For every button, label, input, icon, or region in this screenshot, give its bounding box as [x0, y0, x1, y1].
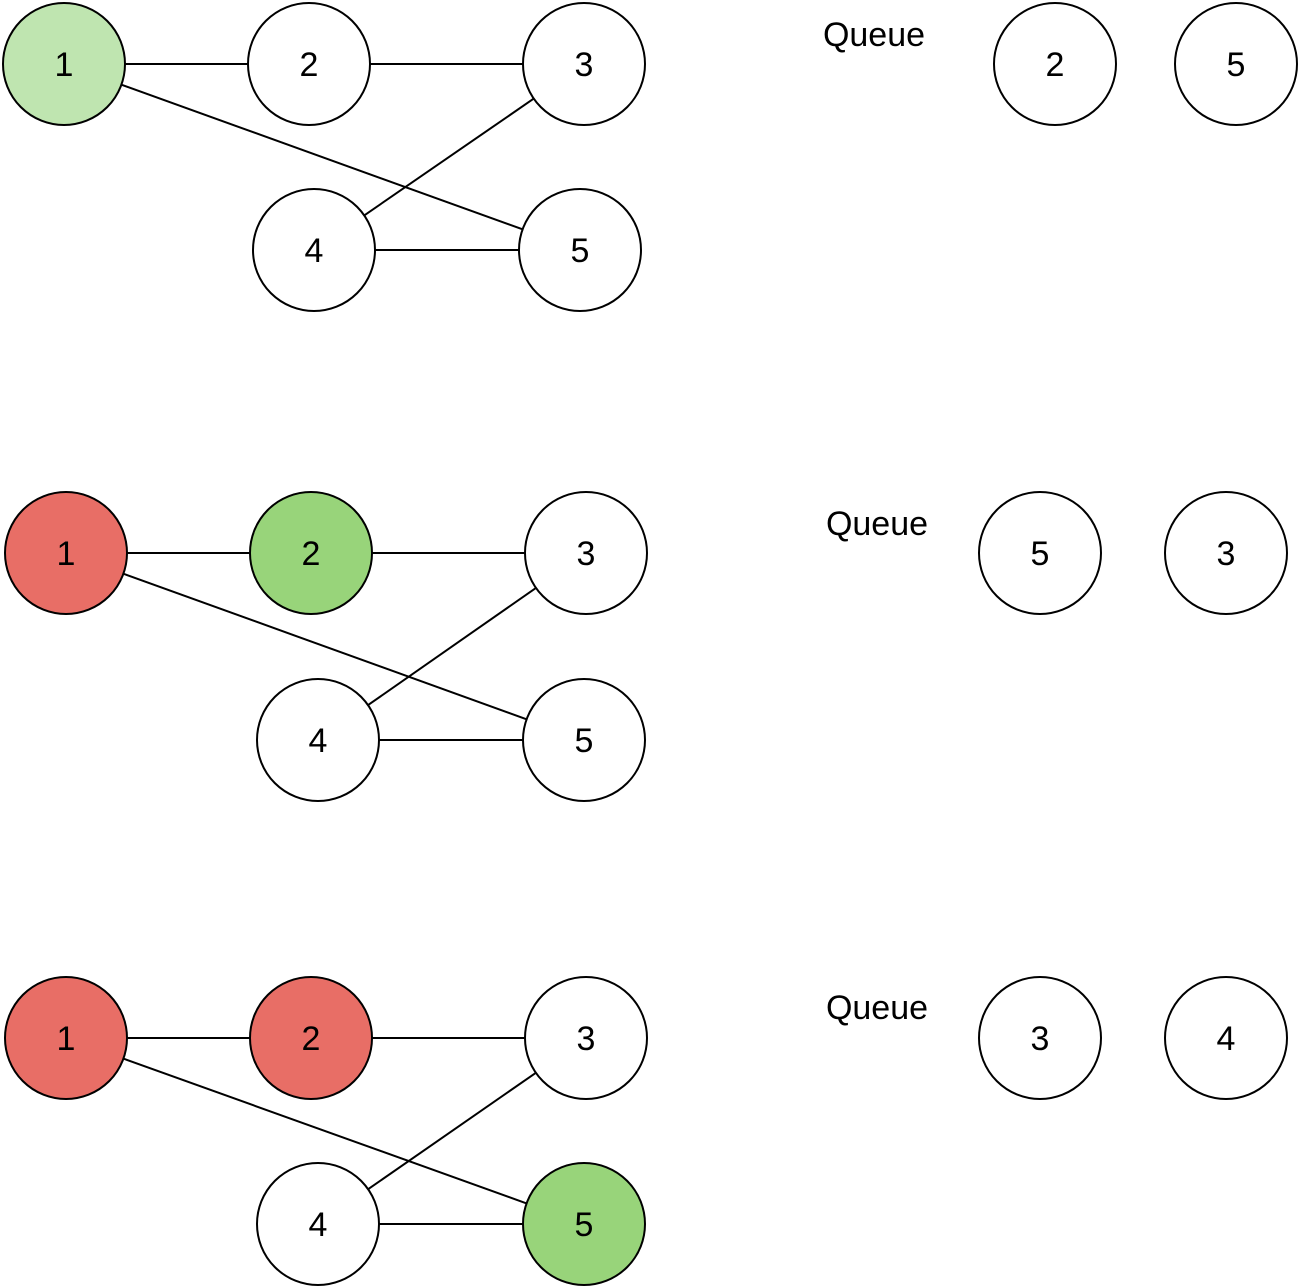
- graph-node-3: 3: [524, 976, 648, 1100]
- node-label: 3: [575, 46, 594, 84]
- edge-1-5: [121, 83, 523, 231]
- node-label: 2: [302, 535, 321, 573]
- node-circle: [4, 491, 128, 615]
- edge-3-4: [363, 97, 535, 217]
- queue: Queue 5 3: [826, 491, 1288, 615]
- queue: Queue 2 5: [823, 2, 1298, 126]
- node-label: 1: [57, 535, 76, 573]
- node-circle: [524, 976, 648, 1100]
- queue-item-circle: [993, 2, 1117, 126]
- graph-edges: [123, 1037, 537, 1225]
- node-circle: [247, 2, 371, 126]
- node-label: 4: [309, 1206, 328, 1244]
- graph-node-2: 2: [247, 2, 371, 126]
- edge-3-4: [367, 587, 537, 706]
- queue-item-circle: [1164, 491, 1288, 615]
- queue-item: 3: [1164, 491, 1288, 615]
- graph-node-4: 4: [256, 678, 380, 802]
- graph-node-4: 4: [256, 1162, 380, 1286]
- queue-item-label: 4: [1217, 1020, 1236, 1058]
- queue-item-label: 5: [1031, 535, 1050, 573]
- node-circle: [4, 976, 128, 1100]
- node-label: 4: [309, 722, 328, 760]
- node-circle: [522, 1162, 646, 1286]
- queue-title: Queue: [823, 16, 925, 54]
- queue-item-circle: [978, 491, 1102, 615]
- node-circle: [249, 976, 373, 1100]
- graph-node-5: 5: [522, 678, 646, 802]
- graph-edges: [121, 63, 535, 251]
- bfs-step-3: 1 2 3 4 5 Queue 3 4: [4, 976, 1288, 1286]
- bfs-step-2: 1 2 3 4 5 Queue 5 3: [4, 491, 1288, 802]
- queue-item-label: 3: [1217, 535, 1236, 573]
- node-circle: [249, 491, 373, 615]
- node-circle: [256, 678, 380, 802]
- node-label: 4: [305, 232, 324, 270]
- queue-item-circle: [1174, 2, 1298, 126]
- queue-item: 3: [978, 976, 1102, 1100]
- graph-node-1: 1: [2, 2, 126, 126]
- node-label: 5: [571, 232, 590, 270]
- node-label: 1: [57, 1020, 76, 1058]
- graph-edges: [123, 552, 537, 741]
- graph-node-5: 5: [522, 1162, 646, 1286]
- node-label: 3: [577, 1020, 596, 1058]
- queue-item-label: 3: [1031, 1020, 1050, 1058]
- node-label: 5: [575, 1206, 594, 1244]
- graph-node-2: 2: [249, 976, 373, 1100]
- edge-3-4: [367, 1071, 537, 1191]
- node-circle: [518, 188, 642, 312]
- graph-node-1: 1: [4, 976, 128, 1100]
- node-label: 5: [575, 722, 594, 760]
- queue-item-circle: [1164, 976, 1288, 1100]
- graph-node-3: 3: [522, 2, 646, 126]
- queue-item-label: 5: [1227, 46, 1246, 84]
- node-circle: [2, 2, 126, 126]
- node-circle: [256, 1162, 380, 1286]
- queue-item: 2: [993, 2, 1117, 126]
- node-label: 2: [300, 46, 319, 84]
- queue-title: Queue: [826, 989, 928, 1027]
- graph-node-5: 5: [518, 188, 642, 312]
- node-label: 3: [577, 535, 596, 573]
- node-label: 2: [302, 1020, 321, 1058]
- queue-item-label: 2: [1046, 46, 1065, 84]
- edge-1-5: [123, 1057, 527, 1205]
- node-circle: [522, 2, 646, 126]
- queue-item: 4: [1164, 976, 1288, 1100]
- queue-item-circle: [978, 976, 1102, 1100]
- node-circle: [524, 491, 648, 615]
- node-circle: [252, 188, 376, 312]
- graph-node-1: 1: [4, 491, 128, 615]
- bfs-step-1: 1 2 3 4 5 Queue 2 5: [2, 2, 1298, 312]
- graph-node-3: 3: [524, 491, 648, 615]
- queue-title: Queue: [826, 505, 928, 543]
- node-label: 1: [55, 46, 74, 84]
- queue-item: 5: [1174, 2, 1298, 126]
- graph-node-4: 4: [252, 188, 376, 312]
- queue: Queue 3 4: [826, 976, 1288, 1100]
- edge-1-5: [123, 572, 527, 721]
- graph-node-2: 2: [249, 491, 373, 615]
- node-circle: [522, 678, 646, 802]
- queue-item: 5: [978, 491, 1102, 615]
